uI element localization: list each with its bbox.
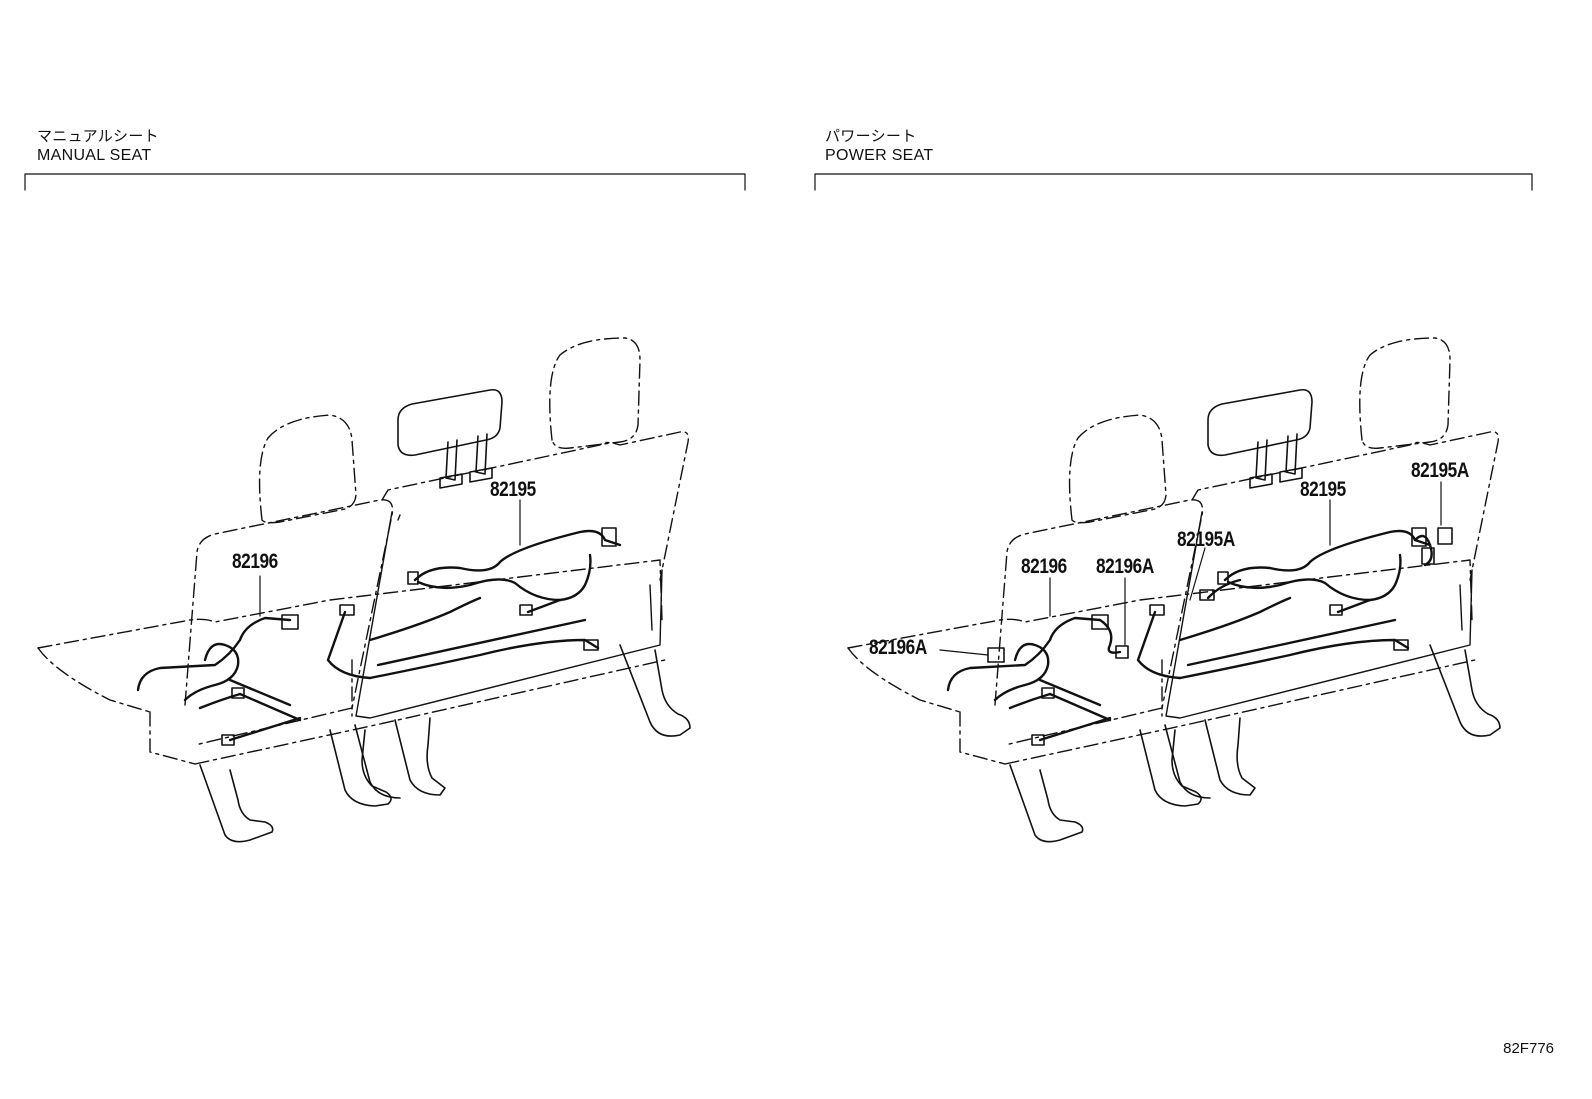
right-backrest-outline (355, 431, 690, 719)
left-headrest-outline (258, 414, 357, 524)
power-seat-bracket (814, 173, 1533, 191)
right-connectors (987, 527, 1453, 746)
power-seat-heading: パワーシート POWER SEAT (825, 126, 934, 166)
left-leader-lines (259, 499, 521, 617)
power-seat-title-en: POWER SEAT (825, 147, 934, 164)
seat-legs (199, 644, 691, 843)
manual-seat-heading: マニュアルシート MANUAL SEAT (37, 126, 159, 166)
callout-82196a-left-power: 82196A (869, 636, 927, 659)
power-seat-title-jp: パワーシート (825, 127, 917, 145)
illustration-code: 82F776 (1503, 1040, 1554, 1057)
callout-82195-power: 82195 (1300, 478, 1346, 501)
center-headrest (1207, 388, 1313, 489)
left-harness-82195 (326, 529, 622, 680)
manual-seat-bracket (24, 173, 746, 191)
seat-legs (1009, 644, 1501, 843)
left-headrest-outline (1068, 414, 1167, 524)
callout-82196a-mid-power: 82196A (1096, 555, 1154, 578)
left-harness-82196 (136, 616, 302, 742)
callout-82195a-mid-power: 82195A (1177, 528, 1235, 551)
right-leader-lines (939, 481, 1442, 656)
right-harness-82196 (946, 616, 1122, 742)
right-big-headrest-outline (1359, 337, 1451, 450)
right-harness-82195 (1136, 529, 1433, 680)
right-big-headrest-outline (549, 337, 641, 450)
left-connectors (221, 527, 617, 746)
power-seat-drawing (847, 337, 1501, 843)
manual-seat-title-en: MANUAL SEAT (37, 147, 152, 164)
right-backrest-outline (1165, 431, 1500, 719)
callout-82196-power: 82196 (1021, 555, 1067, 578)
manual-seat-title-jp: マニュアルシート (37, 127, 159, 145)
callout-82195a-top-power: 82195A (1411, 459, 1469, 482)
manual-seat-drawing (37, 337, 691, 843)
center-headrest (397, 388, 503, 489)
callout-82196-manual: 82196 (232, 550, 278, 573)
callout-82195-manual: 82195 (490, 478, 536, 501)
